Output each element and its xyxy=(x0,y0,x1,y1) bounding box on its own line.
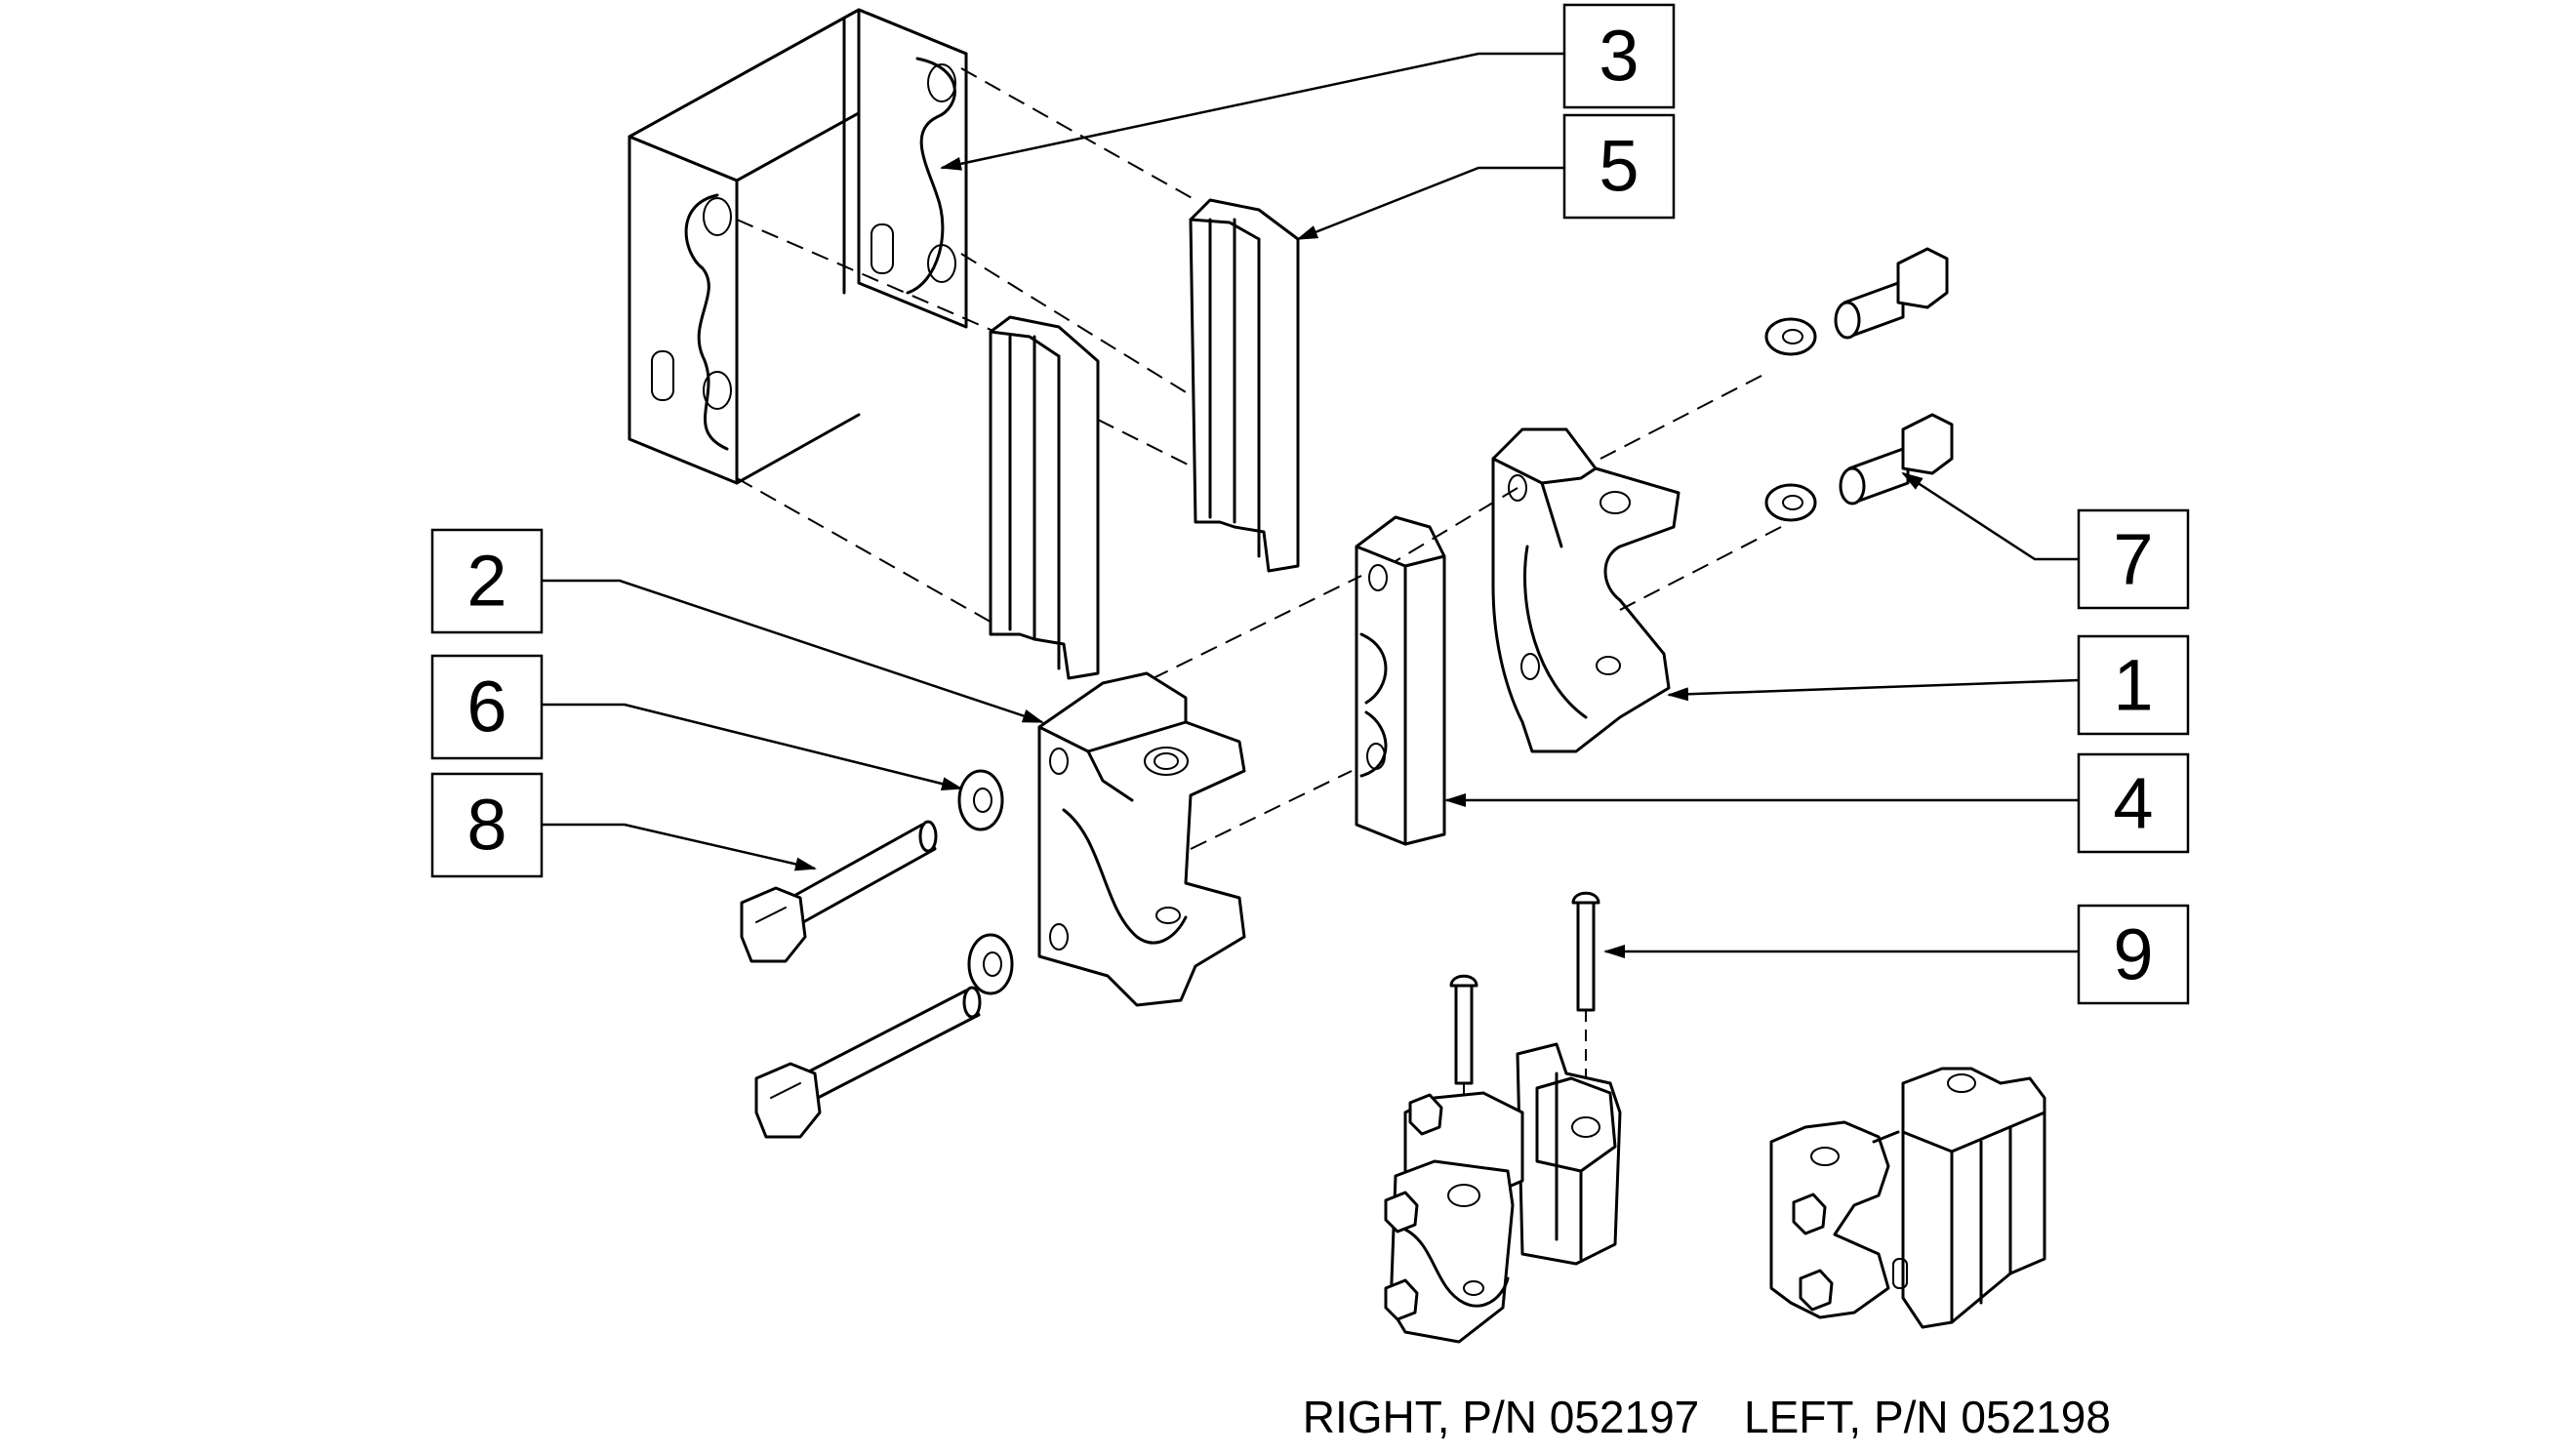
left-assembly-caption: LEFT, P/N 052198 xyxy=(1744,1392,2111,1442)
callout-2-number: 2 xyxy=(466,541,506,622)
washer-part xyxy=(957,769,1014,995)
callout-9-number: 9 xyxy=(2113,914,2153,995)
bracket-part xyxy=(628,8,1196,626)
callout-6: 6 xyxy=(430,654,963,790)
callout-7: 7 xyxy=(1901,471,2190,610)
long-hex-bolt-part xyxy=(740,820,982,1139)
callout-8: 8 xyxy=(430,772,817,878)
callout-1: 1 xyxy=(1667,634,2190,736)
pin-retainer-part xyxy=(989,198,1300,680)
callout-6-number: 6 xyxy=(466,667,506,748)
callout-1-number: 1 xyxy=(2113,645,2153,726)
callout-4: 4 xyxy=(1444,752,2190,854)
clamp-block-rear-part xyxy=(1395,375,1782,753)
callout-8-number: 8 xyxy=(466,785,506,866)
callout-7-number: 7 xyxy=(2113,519,2153,600)
callout-5: 5 xyxy=(1296,113,1676,241)
right-assembly-caption: RIGHT, P/N 052197 xyxy=(1303,1392,1700,1442)
clamp-block-front-part xyxy=(1037,671,1246,1007)
left-assembly-view xyxy=(1769,1067,2046,1329)
short-hex-bolt-part xyxy=(1764,247,1954,522)
callout-2: 2 xyxy=(430,528,1044,724)
callout-9: 9 xyxy=(1603,904,2190,1005)
screw-part xyxy=(1449,891,1600,1171)
callout-5-number: 5 xyxy=(1599,126,1639,207)
right-assembly-view xyxy=(1384,1042,1622,1344)
callout-4-number: 4 xyxy=(2113,763,2153,844)
callout-3-number: 3 xyxy=(1599,16,1639,97)
callout-3: 3 xyxy=(940,3,1676,171)
